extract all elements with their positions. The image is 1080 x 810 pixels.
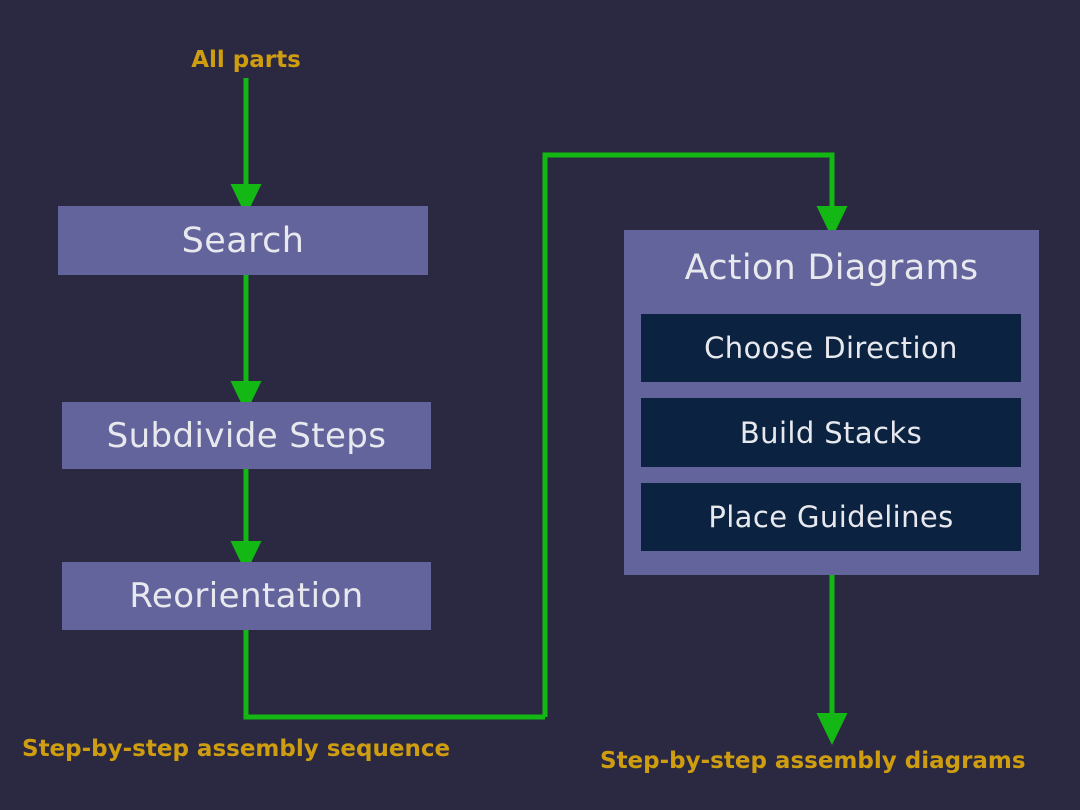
- output-sequence-label: Step-by-step assembly sequence: [22, 736, 451, 762]
- node-place-guidelines[interactable]: Place Guidelines: [641, 483, 1021, 551]
- node-place-guidelines-label: Place Guidelines: [708, 500, 954, 534]
- node-choose-direction-label: Choose Direction: [704, 331, 958, 365]
- node-choose-direction[interactable]: Choose Direction: [641, 314, 1021, 382]
- group-action-diagrams-title: Action Diagrams: [684, 248, 979, 288]
- node-subdivide-steps-label: Subdivide Steps: [106, 415, 387, 456]
- node-subdivide-steps[interactable]: Subdivide Steps: [62, 402, 431, 469]
- input-label: All parts: [191, 47, 301, 73]
- node-reorientation-label: Reorientation: [129, 576, 364, 616]
- group-action-diagrams[interactable]: Action Diagrams Choose Direction Build S…: [624, 230, 1039, 575]
- output-diagrams-label: Step-by-step assembly diagrams: [600, 748, 1026, 774]
- node-build-stacks[interactable]: Build Stacks: [641, 398, 1021, 467]
- node-build-stacks-label: Build Stacks: [739, 415, 923, 450]
- arrow-reorientation-to-sequence: [243, 630, 545, 720]
- node-search[interactable]: Search: [58, 206, 428, 275]
- node-reorientation[interactable]: Reorientation: [62, 562, 431, 630]
- node-search-label: Search: [181, 220, 305, 261]
